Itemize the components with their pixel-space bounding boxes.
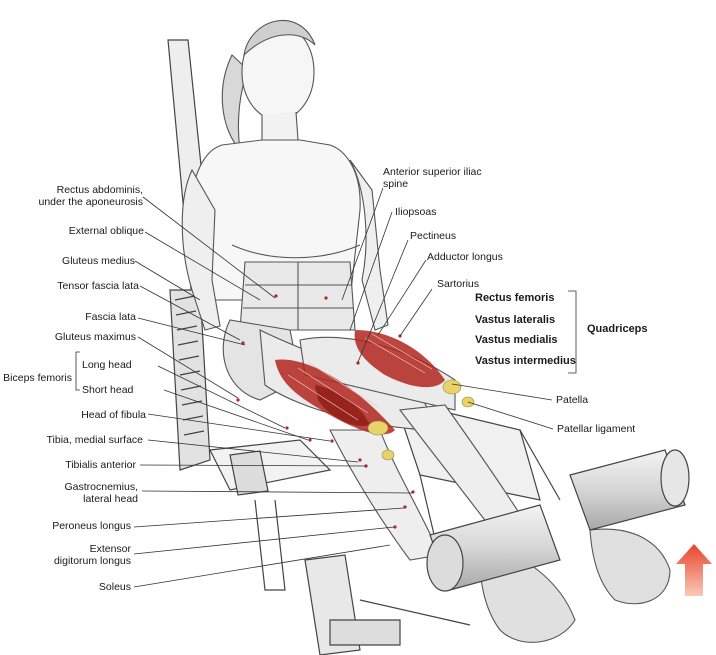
label-anterior-superior-iliac-spine: Anterior superior iliac spine	[383, 166, 482, 190]
label-tibialis-anterior: Tibialis anterior	[65, 459, 136, 471]
label-quadriceps: Quadriceps	[587, 323, 648, 335]
label-peroneus-longus: Peroneus longus	[52, 520, 131, 532]
label-pectineus: Pectineus	[410, 230, 457, 242]
label-soleus: Soleus	[98, 581, 131, 593]
label-iliopsoas: Iliopsoas	[395, 206, 437, 218]
label-rectus-abdominis: Rectus abdominis, under the aponeurosis	[38, 184, 144, 208]
label-tensor-fascia-lata: Tensor fascia lata	[57, 280, 139, 292]
label-vastus-medialis: Vastus medialis	[475, 334, 558, 346]
athlete-figure	[181, 19, 671, 643]
label-gastrocnemius: Gastrocnemius, lateral head	[64, 481, 138, 505]
up-arrow-icon	[676, 544, 712, 596]
leader-lines	[75, 187, 577, 588]
leg-rollers	[426, 449, 690, 592]
label-head-of-fibula: Head of fibula	[81, 409, 146, 421]
label-tibia-medial-surface: Tibia, medial surface	[46, 434, 143, 446]
label-patellar-ligament: Patellar ligament	[557, 423, 636, 435]
label-patella: Patella	[556, 394, 589, 406]
muscle-dots	[236, 294, 415, 529]
label-fascia-lata: Fascia lata	[85, 311, 136, 323]
label-sartorius: Sartorius	[437, 278, 480, 290]
label-gluteus-maximus: Gluteus maximus	[54, 331, 136, 343]
label-vastus-intermedius: Vastus intermedius	[475, 355, 576, 367]
label-vastus-lateralis: Vastus lateralis	[475, 314, 556, 326]
label-rectus-femoris: Rectus femoris	[475, 292, 555, 304]
label-gluteus-medius: Gluteus medius	[62, 255, 135, 267]
label-short-head: Short head	[82, 384, 134, 396]
quadriceps-highlight	[275, 330, 445, 435]
label-external-oblique: External oblique	[68, 225, 144, 237]
tendon-highlight	[367, 379, 475, 461]
label-long-head: Long head	[82, 359, 132, 371]
label-biceps-femoris: Biceps femoris	[3, 372, 72, 384]
label-extensor-digitorum-longus: Extensor digitorum longus	[53, 543, 131, 567]
label-adductor-longus: Adductor longus	[427, 251, 503, 263]
